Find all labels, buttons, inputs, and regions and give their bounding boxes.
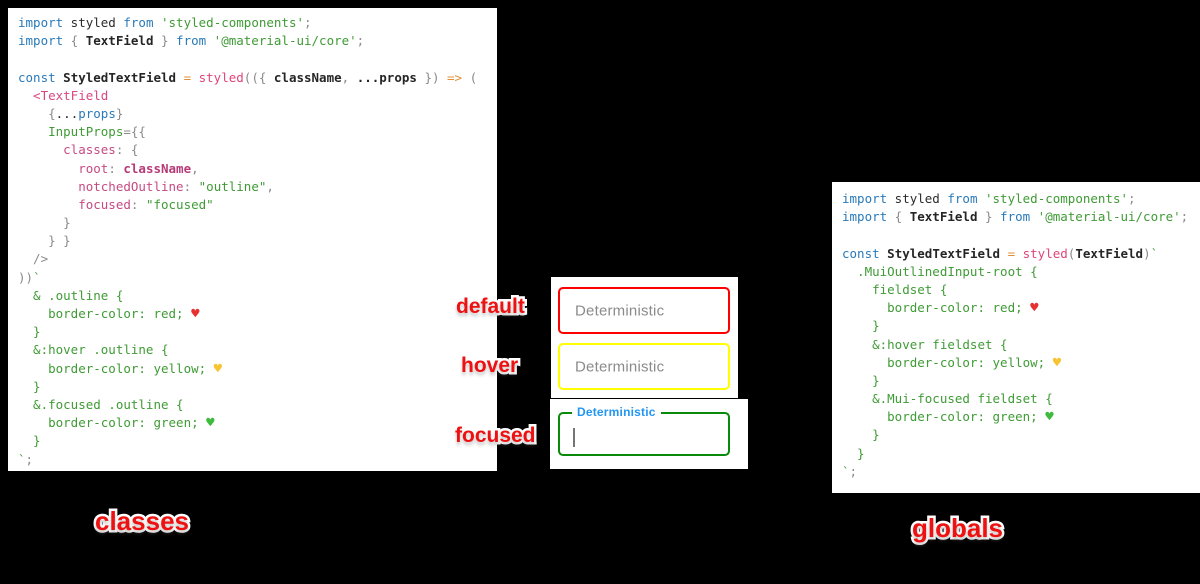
text-cursor [573,428,575,447]
state-label-default: default [454,293,528,321]
code-globals: import styled from 'styled-components';i… [842,191,1189,479]
code-panel-globals: import styled from 'styled-components';i… [832,182,1200,493]
state-label-focused: focused [453,422,538,450]
textfield-focused-label: Deterministic [572,405,661,419]
textfield-focused[interactable]: Deterministic [558,405,730,456]
textfield-hover-placeholder: Deterministic [575,358,665,375]
textfield-hover[interactable]: Deterministic [558,343,730,390]
caption-globals: globals [909,511,1005,546]
code-panel-classes: import styled from 'styled-components';i… [8,8,497,471]
textfield-default-placeholder: Deterministic [575,302,665,319]
textfield-default[interactable]: Deterministic [558,287,730,334]
code-classes: import styled from 'styled-components';i… [18,15,478,467]
caption-classes: classes [93,504,192,539]
state-label-hover: hover [458,352,520,380]
